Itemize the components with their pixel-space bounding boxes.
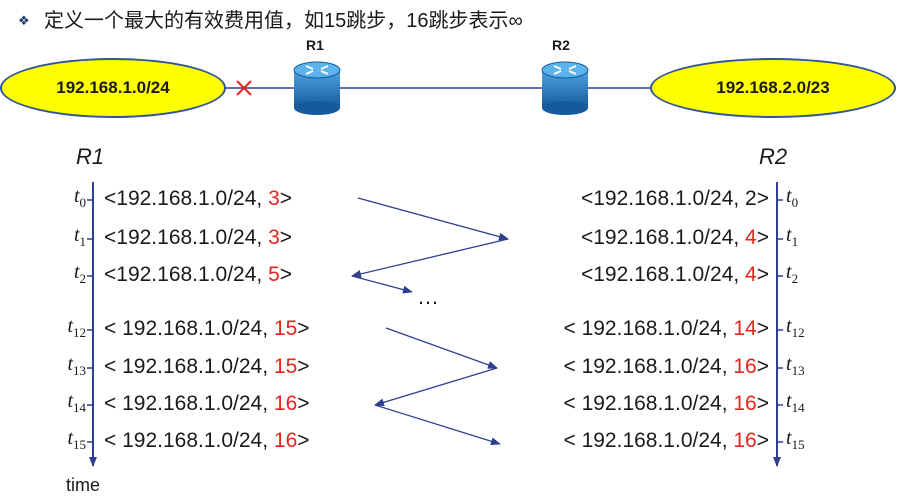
r1-route-entry: <192.168.1.0/24, 3> <box>104 226 293 249</box>
r2-route-entry: <192.168.1.0/24, 4> <box>580 263 769 286</box>
network-192-168-2-0: 192.168.2.0/23 <box>650 58 896 118</box>
r1-time-label: t12 <box>67 315 86 340</box>
router-r2-icon <box>541 61 589 115</box>
r2-metric: 16 <box>733 429 757 452</box>
r2-time-label: t2 <box>786 261 799 286</box>
r1-time-label: t14 <box>67 390 86 415</box>
r2-metric: 16 <box>733 392 757 415</box>
r2-time-label: t1 <box>786 224 799 249</box>
r1-time-label: t13 <box>67 353 86 378</box>
r1-metric: 16 <box>273 392 298 415</box>
router-r2-label: R2 <box>552 37 570 53</box>
r2-route-entry: < 192.168.1.0/24, 16> <box>563 429 769 452</box>
r1-route-entry: < 192.168.1.0/24, 15> <box>104 355 310 378</box>
update-arrow-r1-to-r2-t0 <box>357 197 509 241</box>
update-arrow-r2-to-r1-t1 <box>351 238 509 278</box>
r1-route-entry: < 192.168.1.0/24, 15> <box>104 317 310 340</box>
r1-metric: 3 <box>268 187 280 210</box>
r1-route-entry: <192.168.1.0/24, 3> <box>104 187 293 210</box>
r1-column-title: R1 <box>76 144 105 169</box>
r2-metric: 4 <box>745 226 757 249</box>
r2-route-entry: < 192.168.1.0/24, 16> <box>563 355 769 378</box>
time-axis-label: time <box>66 475 101 495</box>
update-arrow-r1-to-r2-t14 <box>374 404 501 446</box>
link-failure-icon <box>236 80 252 96</box>
r1-metric: 16 <box>273 429 298 452</box>
ellipsis: … <box>417 284 439 309</box>
update-arrow-r1-to-r2-t12 <box>385 327 498 369</box>
r2-time-label: t15 <box>786 427 805 452</box>
router-r1-label: R1 <box>306 37 324 53</box>
r1-metric: 5 <box>268 263 280 286</box>
r1-metric: 3 <box>268 226 280 249</box>
update-arrow-r1-to-r2-t2 <box>351 275 413 294</box>
r2-time-label: t12 <box>786 315 805 340</box>
router-r1-icon <box>293 61 341 115</box>
r2-metric: 2 <box>745 187 757 210</box>
r2-time-label: t13 <box>786 353 805 378</box>
r2-metric: 14 <box>733 317 757 340</box>
r2-route-entry: < 192.168.1.0/24, 16> <box>563 392 769 415</box>
r2-time-label: t0 <box>786 185 799 210</box>
network-192-168-1-0: 192.168.1.0/24 <box>0 58 226 118</box>
r2-route-entry: < 192.168.1.0/24, 14> <box>563 317 769 340</box>
r2-metric: 4 <box>745 263 757 286</box>
r1-time-label: t1 <box>73 224 86 249</box>
r1-time-label: t2 <box>73 261 86 286</box>
r1-ticks <box>87 199 93 443</box>
r1-route-entry: < 192.168.1.0/24, 16> <box>104 392 310 415</box>
slide-header: ❖ 定义一个最大的有效费用值，如15跳步，16跳步表示∞ <box>18 4 523 33</box>
r2-metric: 16 <box>733 355 757 378</box>
r2-ticks <box>777 199 783 443</box>
r1-metric: 15 <box>273 355 298 378</box>
header-text: 定义一个最大的有效费用值，如15跳步，16跳步表示∞ <box>44 10 523 32</box>
r2-time-label: t14 <box>786 390 805 415</box>
r1-route-entry: < 192.168.1.0/24, 16> <box>104 429 310 452</box>
r2-route-entry: <192.168.1.0/24, 4> <box>580 226 769 249</box>
r2-route-entry: <192.168.1.0/24, 2> <box>580 187 769 210</box>
update-arrow-r2-to-r1-t13 <box>374 367 498 407</box>
r1-time-label: t0 <box>73 185 86 210</box>
r2-column-title: R2 <box>759 144 788 169</box>
r1-route-entry: <192.168.1.0/24, 5> <box>104 263 293 286</box>
bullet-icon: ❖ <box>18 13 30 28</box>
r1-time-label: t15 <box>67 427 86 452</box>
r1-metric: 15 <box>273 317 298 340</box>
